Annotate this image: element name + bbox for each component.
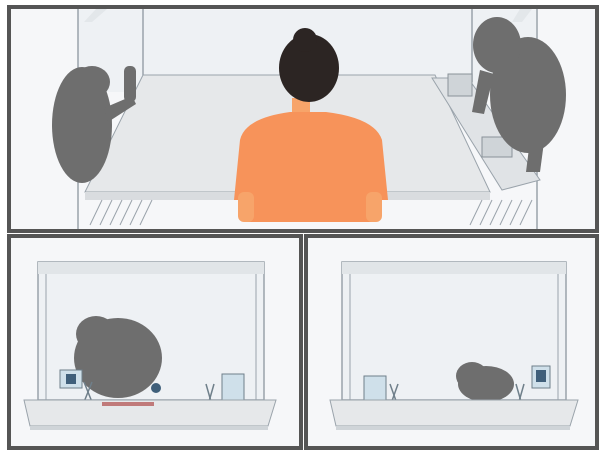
bl-window-top	[38, 262, 264, 274]
participant-right-arm	[366, 192, 382, 222]
participant-hair-bun	[293, 28, 317, 52]
br-ledge-edge	[336, 426, 570, 430]
top-panel	[9, 7, 597, 231]
bl-reward-marker	[102, 402, 154, 406]
participant-left-arm	[238, 192, 254, 222]
bl-ledge-edge	[30, 426, 268, 430]
bottom-left-panel	[9, 236, 301, 448]
br-window-top	[342, 262, 566, 274]
bottom-right-panel	[306, 236, 597, 448]
br-ledge	[330, 400, 578, 426]
right-container-top	[448, 74, 472, 96]
participant-shirt	[234, 112, 388, 222]
